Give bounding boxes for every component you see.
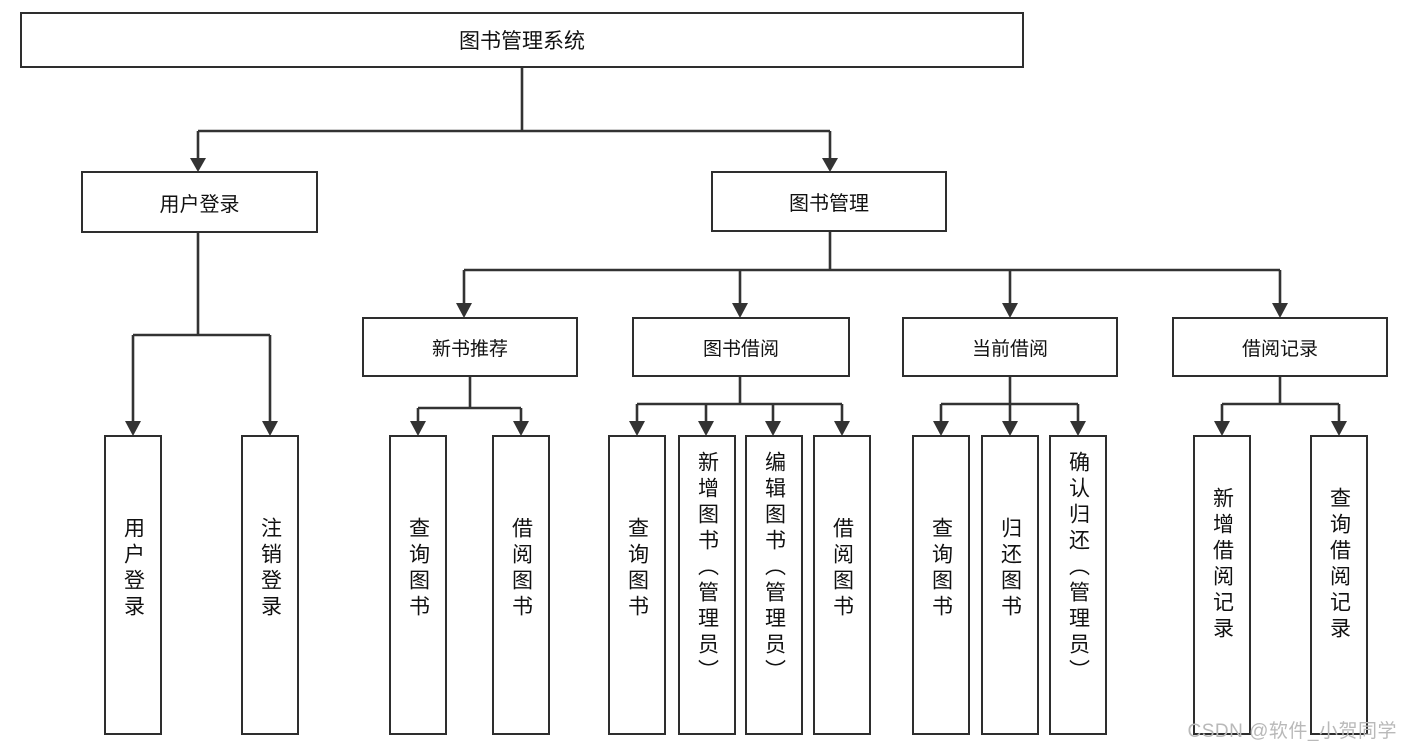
node-new-book-recommend-label: 新书推荐: [431, 338, 508, 360]
node-new-book-recommend[interactable]: 新书推荐: [362, 317, 578, 377]
node-book-management-label: 图书管理: [789, 193, 869, 215]
leaf-user-logout[interactable]: 注销登录: [241, 435, 299, 735]
watermark-text: CSDN @软件_小贺同学: [1187, 721, 1397, 742]
leaf-user-login-label: 用户登录: [121, 517, 145, 621]
node-user-login[interactable]: 用户登录: [81, 171, 318, 233]
leaf-confirm-return-admin[interactable]: 确认归还（管理员）: [1049, 435, 1107, 735]
leaf-add-book-admin[interactable]: 新增图书（管理员）: [678, 435, 736, 735]
leaf-query-book-recommend[interactable]: 查询图书: [389, 435, 447, 735]
leaf-user-logout-label: 注销登录: [258, 517, 282, 621]
leaf-add-book-admin-label: 新增图书（管理员）: [695, 451, 719, 685]
node-root-system[interactable]: 图书管理系统: [20, 12, 1024, 68]
node-book-borrow-label: 图书借阅: [702, 338, 779, 360]
leaf-borrow-book-recommend-label: 借阅图书: [509, 517, 533, 621]
node-root-label: 图书管理系统: [459, 30, 585, 53]
leaf-query-borrow-record[interactable]: 查询借阅记录: [1310, 435, 1368, 735]
node-book-borrow[interactable]: 图书借阅: [632, 317, 850, 377]
node-borrow-record-label: 借阅记录: [1241, 338, 1318, 360]
leaf-borrow-book[interactable]: 借阅图书: [813, 435, 871, 735]
leaf-query-book-borrow-label: 查询图书: [625, 517, 649, 621]
node-current-borrow[interactable]: 当前借阅: [902, 317, 1118, 377]
leaf-return-book-label: 归还图书: [998, 517, 1022, 621]
node-book-management[interactable]: 图书管理: [711, 171, 947, 232]
node-borrow-record[interactable]: 借阅记录: [1172, 317, 1388, 377]
leaf-user-login[interactable]: 用户登录: [104, 435, 162, 735]
leaf-confirm-return-admin-label: 确认归还（管理员）: [1066, 451, 1090, 685]
leaf-add-borrow-record[interactable]: 新增借阅记录: [1193, 435, 1251, 735]
leaf-query-book-borrow[interactable]: 查询图书: [608, 435, 666, 735]
leaf-borrow-book-label: 借阅图书: [830, 517, 854, 621]
leaf-add-borrow-record-label: 新增借阅记录: [1210, 487, 1234, 643]
leaf-edit-book-admin-label: 编辑图书（管理员）: [762, 451, 786, 685]
node-user-login-label: 用户登录: [159, 193, 240, 216]
node-current-borrow-label: 当前借阅: [971, 338, 1048, 360]
leaf-query-book-current[interactable]: 查询图书: [912, 435, 970, 735]
leaf-edit-book-admin[interactable]: 编辑图书（管理员）: [745, 435, 803, 735]
leaf-borrow-book-recommend[interactable]: 借阅图书: [492, 435, 550, 735]
leaf-return-book[interactable]: 归还图书: [981, 435, 1039, 735]
leaf-query-book-recommend-label: 查询图书: [406, 517, 430, 621]
leaf-query-book-current-label: 查询图书: [929, 517, 953, 621]
leaf-query-borrow-record-label: 查询借阅记录: [1327, 487, 1351, 643]
